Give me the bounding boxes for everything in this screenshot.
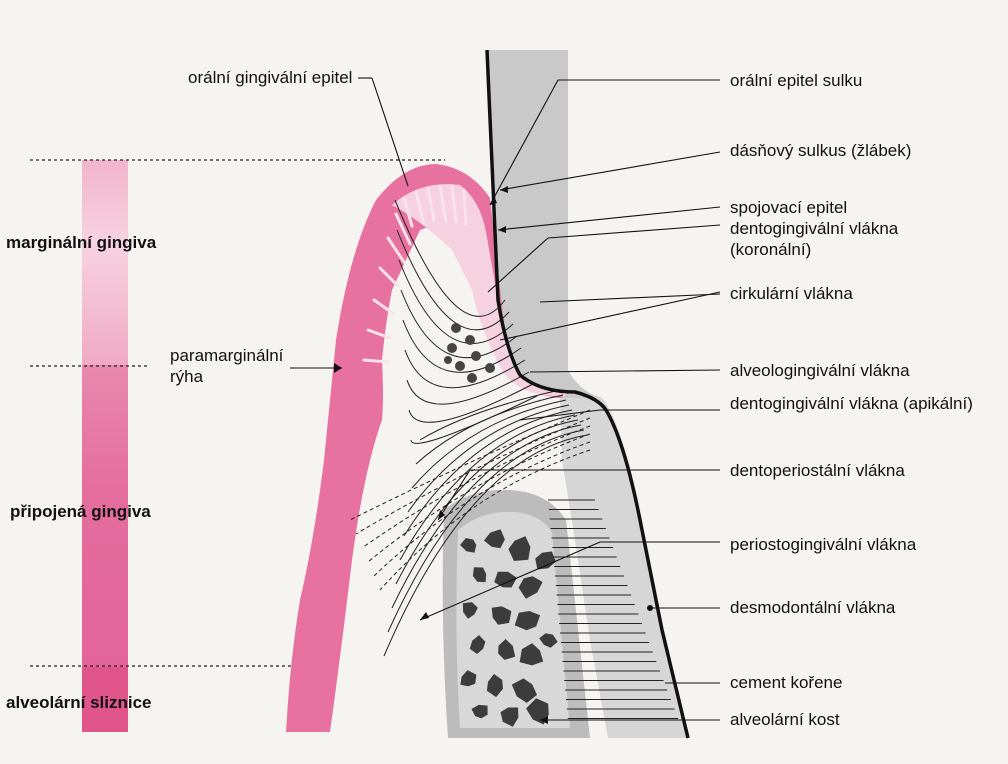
- label-periostogingival-fibers: periostogingivální vlákna: [730, 534, 916, 555]
- label-root-cementum: cement kořene: [730, 672, 842, 693]
- label-dentoperiosteal-fibers: dentoperiostální vlákna: [730, 460, 905, 481]
- label-periodontal-ligament: desmodontální vlákna: [730, 597, 895, 618]
- zone-label-marginal: marginální gingiva: [6, 232, 156, 253]
- label-oral-gingival-epithelium: orální gingivální epitel: [188, 67, 358, 88]
- label-dentogingival-apical: dentogingivální vlákna (apikální): [730, 393, 980, 414]
- label-dentogingival-coronal: dentogingivální vlákna (koronální): [730, 218, 980, 260]
- zone-label-attached: připojená gingiva: [10, 501, 151, 522]
- label-alveologingival-fibers: alveologingivální vlákna: [730, 360, 910, 381]
- dentogingival-fiber: [409, 384, 533, 422]
- zone-label-alveolar-mucosa: alveolární sliznice: [6, 692, 152, 713]
- label-paramarginal-groove: paramarginální rýha: [170, 345, 300, 387]
- alveologingival-fiber: [420, 390, 560, 440]
- label-junctional-epithelium: spojovací epitel: [730, 197, 847, 218]
- label-gingival-sulcus: dásňový sulkus (žlábek): [730, 140, 911, 161]
- label-alveolar-bone: alveolární kost: [730, 709, 840, 730]
- label-circular-fibers: cirkulární vlákna: [730, 283, 853, 304]
- label-sulcular-epithelium: orální epitel sulku: [730, 70, 862, 91]
